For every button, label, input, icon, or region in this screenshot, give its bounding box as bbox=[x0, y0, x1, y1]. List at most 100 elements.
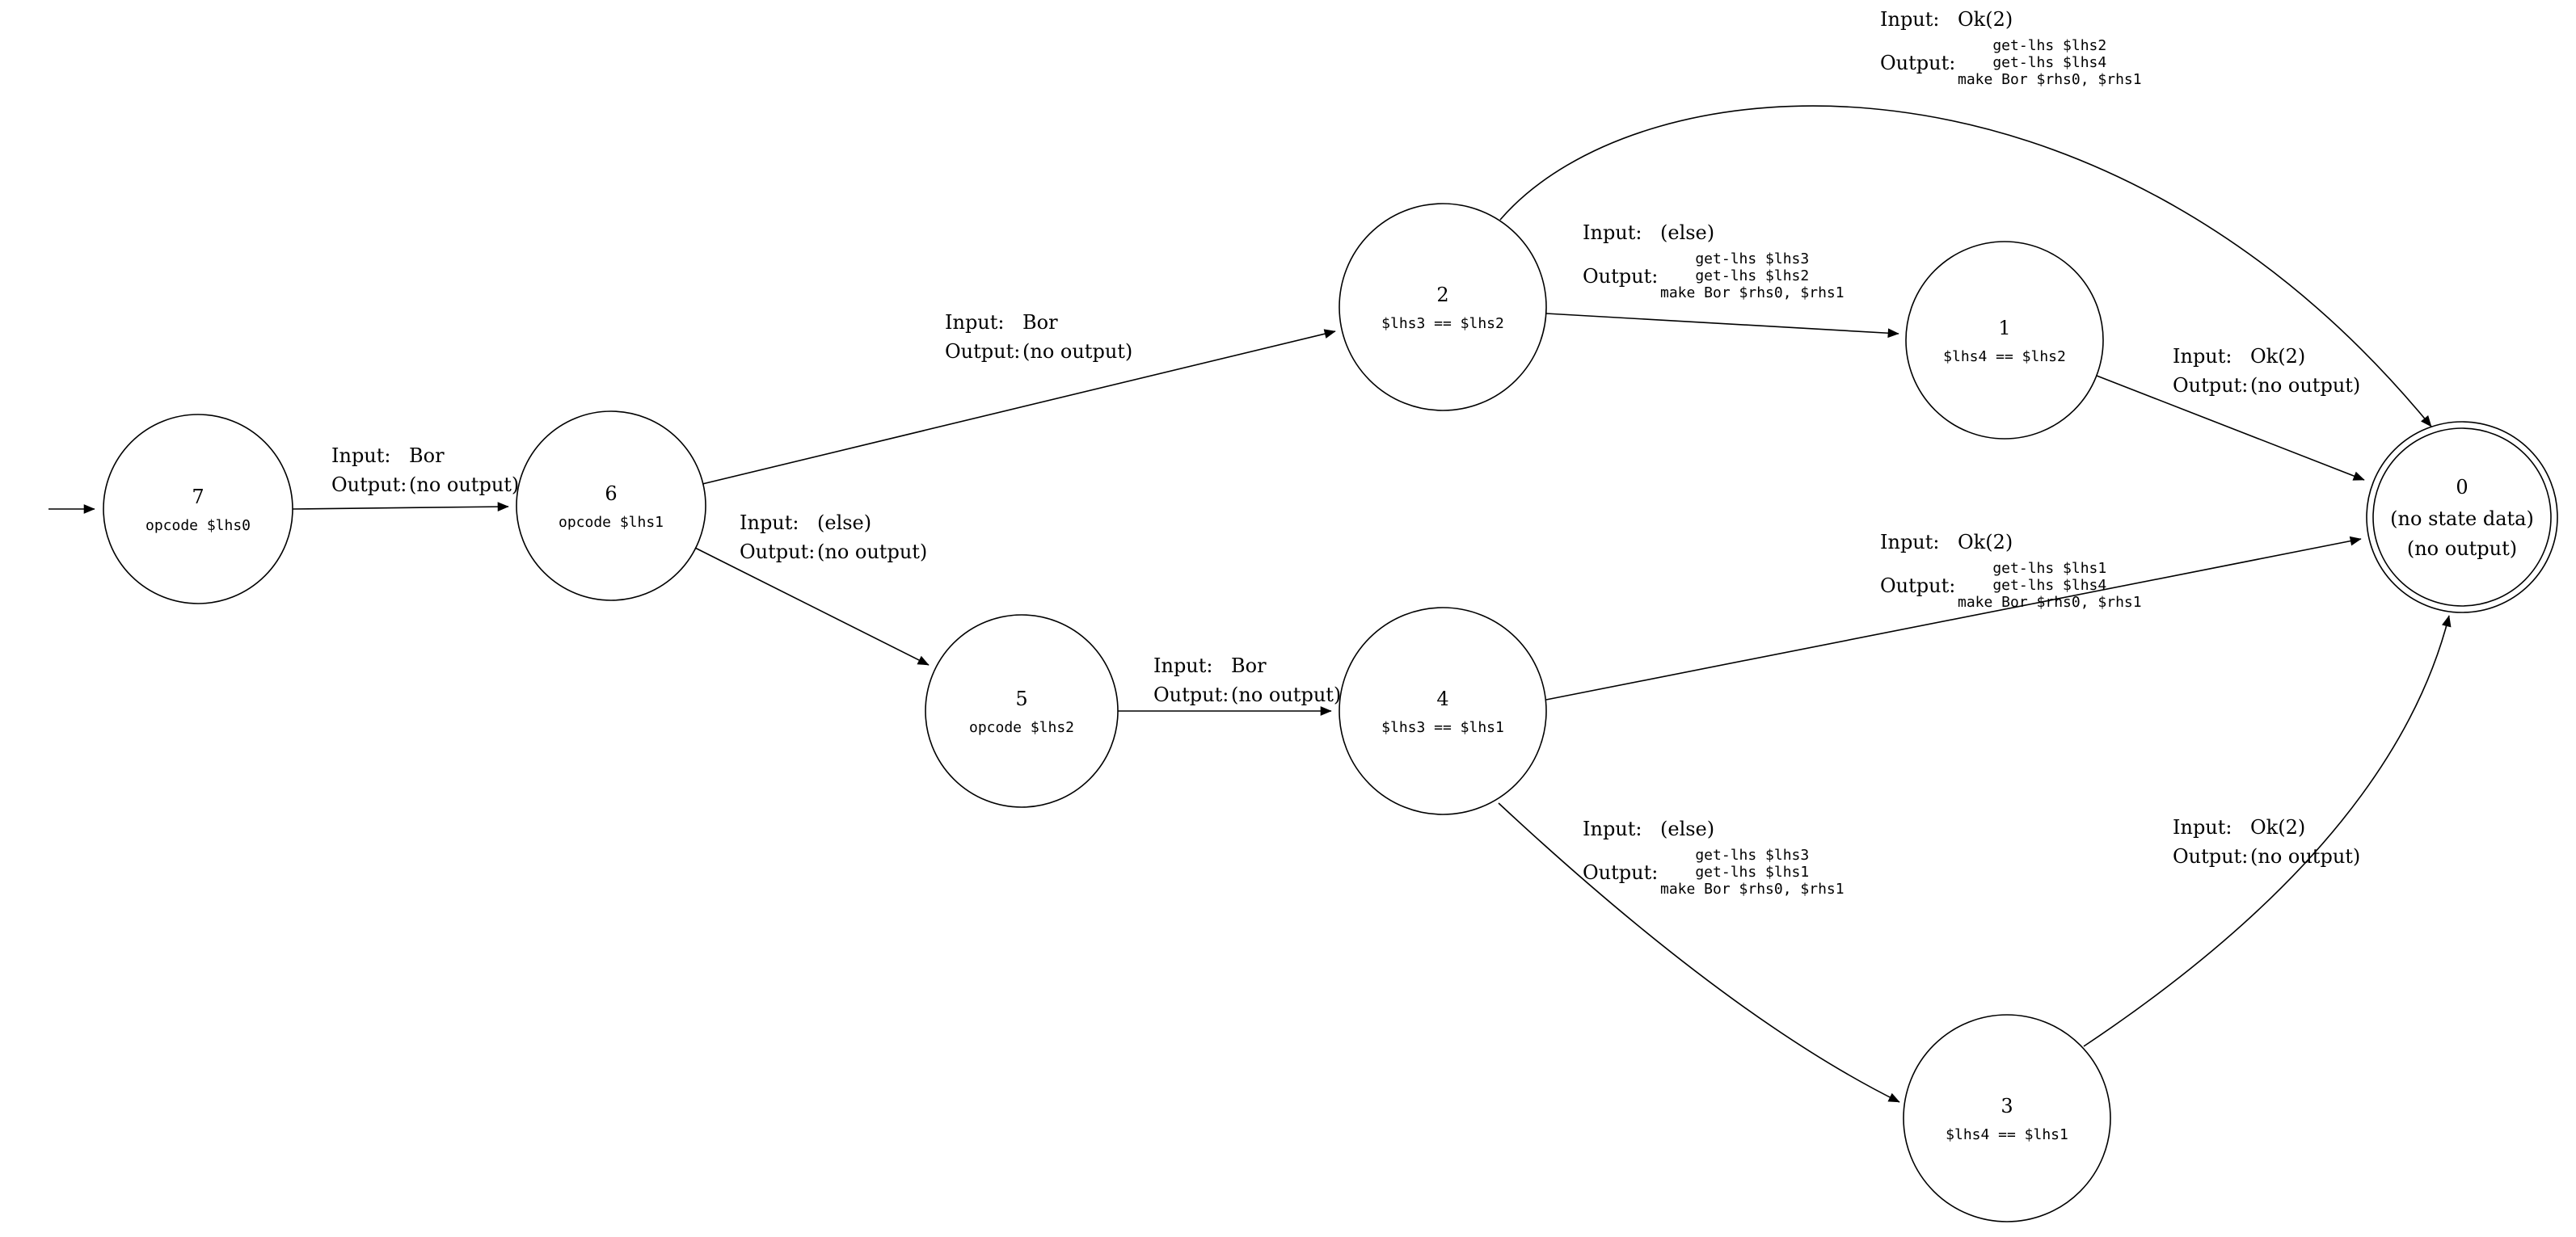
input-value: (else) bbox=[1660, 221, 1715, 244]
input-value: Ok(2) bbox=[1958, 531, 2013, 553]
output-key: Output: bbox=[2173, 374, 2249, 397]
input-key: Input: bbox=[1880, 531, 1940, 553]
input-key: Input: bbox=[1153, 654, 1213, 677]
edge-label-4-0: Input: Ok(2) Output: get-lhs $lhs1 get-l… bbox=[1880, 531, 2142, 611]
state-id: 1 bbox=[1998, 317, 2011, 339]
input-key: Input: bbox=[740, 511, 799, 534]
edge-label-6-2: Input: Bor Output: (no output) bbox=[945, 311, 1132, 363]
state-action: $lhs3 == $lhs2 bbox=[1381, 315, 1504, 332]
state-id: 5 bbox=[1015, 688, 1028, 710]
state-node-5: 5 opcode $lhs2 bbox=[969, 682, 1074, 740]
edge-label-2-0: Input: Ok(2) Output: get-lhs $lhs2 get-l… bbox=[1880, 8, 2142, 88]
output-line: get-lhs $lhs3 bbox=[1695, 250, 1810, 267]
output-code-block: get-lhs $lhs3 get-lhs $lhs2 make Bor $rh… bbox=[1660, 250, 1845, 301]
node-circle-0-outer bbox=[2366, 421, 2558, 613]
output-key: Output: bbox=[2173, 845, 2249, 868]
output-line: get-lhs $lhs4 bbox=[1992, 577, 2107, 594]
state-action: opcode $lhs2 bbox=[968, 719, 1075, 736]
output-line: get-lhs $lhs1 bbox=[1695, 864, 1810, 881]
edge-label-1-0: Input: Ok(2) Output: (no output) bbox=[2173, 345, 2360, 397]
edge-6-5 bbox=[694, 547, 930, 666]
input-key: Input: bbox=[2173, 345, 2232, 368]
output-key: Output: bbox=[1583, 264, 1659, 288]
node-circle-2 bbox=[1339, 203, 1547, 411]
input-value: (else) bbox=[817, 511, 872, 534]
output-code-block: get-lhs $lhs2 get-lhs $lhs4 make Bor $rh… bbox=[1958, 37, 2142, 88]
output-key: Output: bbox=[1880, 51, 1956, 74]
edge-1-0 bbox=[2096, 375, 2365, 481]
state-action: opcode $lhs0 bbox=[145, 517, 251, 534]
output-key: Output: bbox=[1880, 574, 1956, 597]
input-value: Bor bbox=[1022, 311, 1058, 334]
input-key: Input: bbox=[331, 444, 391, 467]
input-key: Input: bbox=[1880, 8, 1940, 31]
edge-label-3-0: Input: Ok(2) Output: (no output) bbox=[2173, 816, 2360, 868]
output-line: get-lhs $lhs1 bbox=[1992, 560, 2107, 577]
node-circle-1 bbox=[1905, 241, 2104, 440]
input-key: Input: bbox=[945, 311, 1005, 334]
edge-label-6-5: Input: (else) Output: (no output) bbox=[740, 511, 927, 563]
input-key: Input: bbox=[1583, 221, 1642, 244]
state-id: 4 bbox=[1436, 688, 1449, 710]
edge-label-7-6: Input: Bor Output: (no output) bbox=[331, 444, 519, 496]
state-node-2: 2 $lhs3 == $lhs2 bbox=[1381, 278, 1504, 336]
output-line: get-lhs $lhs2 bbox=[1695, 267, 1810, 284]
output-key: Output: bbox=[740, 541, 816, 563]
input-value: Bor bbox=[1231, 654, 1267, 677]
edge-label-2-1: Input: (else) Output: get-lhs $lhs3 get-… bbox=[1583, 221, 1845, 301]
output-code-block: get-lhs $lhs3 get-lhs $lhs1 make Bor $rh… bbox=[1660, 847, 1845, 898]
edge-3-0 bbox=[2083, 615, 2452, 1047]
state-action: $lhs4 == $lhs1 bbox=[1946, 1126, 2068, 1143]
output-key: Output: bbox=[945, 340, 1021, 363]
state-action: $lhs3 == $lhs1 bbox=[1381, 719, 1504, 736]
output-value: (no output) bbox=[817, 541, 928, 563]
output-line: make Bor $rhs0, $rhs1 bbox=[1958, 594, 2142, 611]
node-circle-6 bbox=[516, 410, 706, 601]
state-id: 6 bbox=[605, 482, 618, 505]
output-value: (no output) bbox=[409, 473, 520, 496]
state-node-7: 7 opcode $lhs0 bbox=[145, 480, 251, 538]
output-key: Output: bbox=[1153, 684, 1229, 706]
state-node-1: 1 $lhs4 == $lhs2 bbox=[1943, 311, 2066, 369]
input-value: (else) bbox=[1660, 818, 1715, 840]
node-circle-0-inner bbox=[2372, 427, 2552, 607]
output-key: Output: bbox=[331, 473, 407, 496]
output-value: (no output) bbox=[1231, 684, 1342, 706]
state-id: 3 bbox=[2001, 1095, 2013, 1117]
input-value: Ok(2) bbox=[2250, 345, 2306, 368]
output-line: get-lhs $lhs3 bbox=[1695, 847, 1810, 864]
state-id: 7 bbox=[192, 486, 204, 508]
output-line: make Bor $rhs0, $rhs1 bbox=[1660, 881, 1845, 898]
state-id: 0 bbox=[2456, 476, 2468, 499]
input-key: Input: bbox=[2173, 816, 2232, 839]
edge-2-1 bbox=[1545, 313, 1899, 339]
output-line: get-lhs $lhs2 bbox=[1992, 37, 2107, 54]
node-circle-3 bbox=[1903, 1014, 2111, 1222]
input-value: Ok(2) bbox=[2250, 816, 2306, 839]
input-key: Input: bbox=[1583, 818, 1642, 840]
output-value: (no output) bbox=[1022, 340, 1133, 363]
output-line: make Bor $rhs0, $rhs1 bbox=[1660, 284, 1845, 301]
state-action: opcode $lhs1 bbox=[558, 514, 664, 531]
state-node-6: 6 opcode $lhs1 bbox=[559, 477, 664, 535]
output-key: Output: bbox=[1583, 860, 1659, 884]
state-node-3: 3 $lhs4 == $lhs1 bbox=[1946, 1089, 2068, 1147]
output-code-block: get-lhs $lhs1 get-lhs $lhs4 make Bor $rh… bbox=[1958, 560, 2142, 611]
state-node-0-final: 0 (no state data) (no output) bbox=[2390, 470, 2534, 564]
edge-4-3 bbox=[1498, 802, 1900, 1103]
state-node-4: 4 $lhs3 == $lhs1 bbox=[1381, 682, 1504, 740]
edge-7-6 bbox=[292, 502, 509, 512]
input-value: Bor bbox=[409, 444, 445, 467]
output-value: (no output) bbox=[2250, 374, 2361, 397]
output-line: get-lhs $lhs4 bbox=[1992, 54, 2107, 71]
edge-label-4-3: Input: (else) Output: get-lhs $lhs3 get-… bbox=[1583, 818, 1845, 898]
edge-2-0 bbox=[1499, 105, 2432, 427]
state-action: $lhs4 == $lhs2 bbox=[1943, 348, 2066, 365]
state-out-note: (no output) bbox=[2406, 537, 2518, 560]
edge-6-2 bbox=[702, 329, 1336, 485]
output-line: make Bor $rhs0, $rhs1 bbox=[1958, 71, 2142, 88]
state-data-note: (no state data) bbox=[2390, 507, 2534, 530]
output-value: (no output) bbox=[2250, 845, 2361, 868]
edge-label-5-4: Input: Bor Output: (no output) bbox=[1153, 654, 1341, 706]
